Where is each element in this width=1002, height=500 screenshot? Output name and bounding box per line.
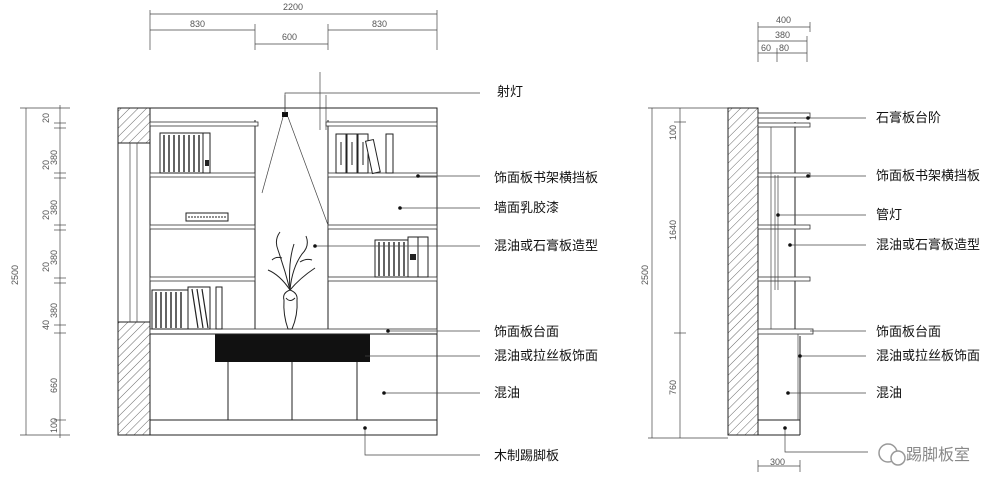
front-top-dimensions: 2200 830 600 830 (149, 2, 438, 50)
side-dim-bottom: 760 (668, 380, 678, 395)
side-dim-c: 60 (761, 43, 771, 53)
side-left-dimensions: 2500 100 1640 760 (640, 107, 728, 439)
dim-height: 380 (49, 303, 59, 318)
side-cabinet (757, 108, 814, 436)
side-label-shelf-board: 饰面板书架横挡板 (876, 169, 980, 184)
side-label-tube-light: 管灯 (876, 208, 902, 223)
dim-height: 380 (49, 200, 59, 215)
wall-hatch-top (117, 107, 151, 144)
dim-total-height: 2500 (10, 265, 20, 285)
label-gypsum-shape: 混油或石膏板造型 (494, 238, 598, 254)
dim-right-width: 830 (372, 19, 387, 29)
front-leaders (284, 92, 480, 456)
side-dim-middle: 1640 (668, 220, 678, 240)
books-top-left (159, 132, 211, 174)
dim-left-width: 830 (190, 19, 205, 29)
watermark: 踢脚板室 (878, 443, 970, 466)
dim-height: 20 (41, 262, 51, 272)
wall-hatch-bottom (117, 321, 151, 436)
label-shelf-board: 饰面板书架横挡板 (494, 171, 598, 186)
side-dim-d: 80 (779, 43, 789, 53)
vase-decoration (267, 231, 316, 330)
dim-mid-width: 600 (282, 32, 297, 42)
dim-height: 20 (41, 113, 51, 123)
lower-cabinet (150, 333, 437, 421)
black-fascia (215, 334, 370, 362)
books-bottom-left (151, 286, 223, 330)
dim-height: 380 (49, 150, 59, 165)
dim-height: 660 (49, 378, 59, 393)
label-paint: 混油 (494, 386, 520, 401)
side-label-brushed-panel: 混油或拉丝板饰面 (876, 349, 980, 364)
side-wall-hatch (727, 107, 759, 436)
side-dim-total-height: 2500 (640, 265, 650, 285)
label-wall-paint: 墙面乳胶漆 (494, 200, 559, 216)
side-dim-shelf: 380 (775, 30, 790, 40)
dim-total-width: 2200 (283, 2, 303, 12)
front-elevation: 2200 830 600 830 2500 20 380 20 380 20 3… (10, 2, 598, 464)
side-leaders (776, 116, 866, 395)
books-top-right (335, 133, 394, 175)
dim-height: 380 (49, 250, 59, 265)
side-dim-top: 100 (668, 125, 678, 140)
label-skirting: 木制踢脚板 (494, 448, 559, 464)
dim-height: 20 (41, 160, 51, 170)
side-bottom-dimension: 300 (757, 426, 868, 472)
books-middle-right (374, 236, 429, 278)
side-elevation: 400 380 60 80 2500 100 1640 760 (640, 15, 980, 472)
label-spotlight: 射灯 (497, 84, 523, 100)
side-label-countertop: 饰面板台面 (876, 325, 941, 340)
label-brushed-panel: 混油或拉丝板饰面 (494, 349, 598, 364)
shelves (149, 121, 438, 335)
side-label-gypsum-step: 石膏板台阶 (876, 110, 941, 126)
side-dim-depth: 400 (776, 15, 791, 25)
side-top-dimensions: 400 380 60 80 (757, 15, 811, 62)
label-countertop: 饰面板台面 (494, 325, 559, 340)
dim-height: 100 (49, 418, 59, 433)
spotlight (261, 72, 329, 226)
side-dim-plinth: 300 (770, 457, 785, 467)
cabinet-outline (117, 107, 438, 436)
side-label-gypsum-shape: 混油或石膏板造型 (876, 237, 980, 253)
dim-height: 40 (41, 320, 51, 330)
dim-height: 20 (41, 210, 51, 220)
watermark-text: 踢脚板室 (906, 445, 970, 464)
front-left-dimensions: 2500 20 380 20 380 20 380 20 380 40 660 … (10, 105, 70, 438)
side-label-paint: 混油 (876, 386, 902, 401)
